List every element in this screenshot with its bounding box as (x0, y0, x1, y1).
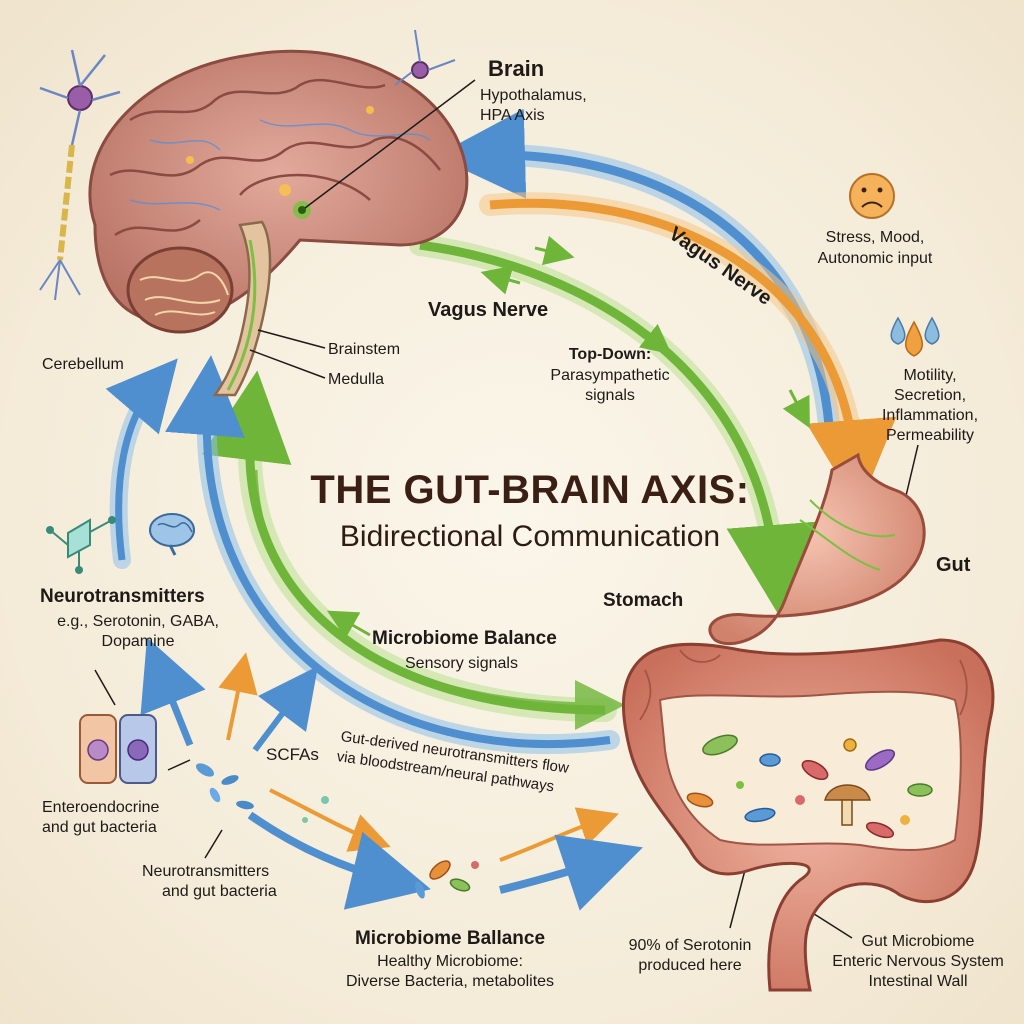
medulla-label: Medulla (328, 371, 385, 388)
microbiome-center-heading: Microbiome Balance (372, 628, 557, 649)
bacteria-cluster-icon (195, 763, 479, 899)
brainstem-label: Brainstem (328, 341, 401, 358)
stomach-illustration (708, 452, 926, 646)
small-arrows-scfa (140, 235, 810, 911)
serotonin-line2: produced here (638, 957, 742, 974)
neuron-icon (39, 29, 456, 301)
gut-bacteria-cluster (686, 734, 933, 839)
molecule-icon (46, 516, 116, 574)
diagram-subtitle: Bidirectional Communication (339, 520, 721, 553)
microbiome-bottom-line2: Diverse Bacteria, metabolites (345, 973, 555, 990)
stress-line1: Stress, Mood, (825, 229, 925, 246)
sad-face-icon (849, 173, 895, 219)
nt-gut-line1: Neurotransmitters (142, 863, 270, 880)
microbiome-center-line1: Sensory signals (405, 655, 518, 672)
vagus-nerve-center-label: Vagus Nerve (428, 299, 549, 321)
mushroom-icon (824, 784, 871, 826)
motility-line1: Motility, (903, 367, 957, 384)
neurotransmitters-line1: e.g., Serotonin, GABA, (57, 613, 219, 630)
cerebellum-illustration (126, 246, 234, 334)
brain-line2: HPA Axis (480, 107, 545, 124)
mini-brain-icon (149, 513, 195, 556)
diagram-title: THE GUT-BRAIN AXIS: (310, 468, 750, 512)
serotonin-line1: 90% of Serotonin (628, 937, 752, 954)
stomach-label: Stomach (603, 590, 684, 611)
stress-line2: Autonomic input (817, 250, 933, 267)
neurotransmitters-heading: Neurotransmitters (40, 586, 205, 607)
neurotransmitters-line2: Dopamine (101, 633, 175, 650)
blue-arrow-left-loop (165, 355, 620, 754)
topdown-line2: signals (585, 387, 635, 404)
enteroendocrine-cells-icon (79, 714, 157, 784)
gut-label: Gut (936, 554, 971, 576)
orange-arrow-brain-to-gut (479, 192, 897, 510)
topdown-heading: Top-Down: (568, 346, 652, 363)
brain-line1: Hypothalamus, (480, 87, 587, 104)
brainstem-illustration (212, 220, 272, 397)
topdown-line1: Parasympathetic (550, 367, 670, 384)
blue-arrow-neurotransmitters-up (105, 358, 178, 569)
gut-microbiome-line3: Intestinal Wall (868, 973, 968, 990)
motility-line2: Secretion, (893, 387, 967, 404)
motility-line3: Inflammation, (881, 407, 979, 424)
gut-microbiome-line1: Gut Microbiome (861, 933, 975, 950)
cerebellum-label: Cerebellum (42, 356, 124, 373)
nt-gut-line2: and gut bacteria (162, 883, 277, 900)
microbiome-bottom-heading: Microbiome Ballance (354, 928, 546, 949)
scfas-label: SCFAs (266, 745, 319, 764)
enteroendocrine-line1: Enteroendocrine (42, 799, 160, 816)
enteroendocrine-line2: and gut bacteria (42, 819, 157, 836)
motility-line4: Permeability (885, 427, 975, 444)
gut-microbiome-line2: Enteric Nervous System (832, 953, 1004, 970)
microbiome-bottom-line1: Healthy Microbiome: (377, 953, 523, 970)
droplets-icon (890, 316, 940, 357)
brain-heading: Brain (488, 56, 545, 81)
